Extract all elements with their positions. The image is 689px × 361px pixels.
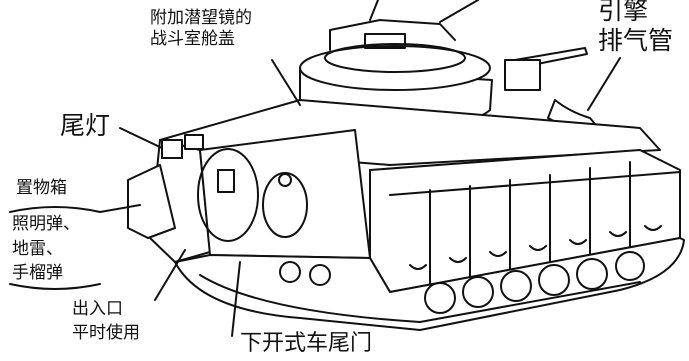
leader-entry [154,249,186,301]
leader-exhaust [587,57,621,111]
label-entry-line-2: 平时使用 [72,322,140,343]
storage-brace [9,206,101,213]
label-exhaust-line-1: 引擎 [598,0,649,25]
label-entry-line-1: 出入口 [72,299,123,319]
label-contents-line-2: 地雷、 [12,238,63,259]
label-periscope-hatch: 附加潜望镜的 战斗室舱盖 [150,8,252,51]
label-engine-exhaust: 引擎 排气管 [598,0,673,56]
label-entry-hatch: 出入口 平时使用 [72,298,140,346]
leader-reardoor [231,261,241,337]
turret-top [299,45,491,91]
leader-periscope [271,59,301,106]
entry-hatch-ring [197,148,259,242]
label-exhaust-line-2: 排气管 [598,26,674,55]
label-contents-line-3: 手榴弹 [12,263,63,284]
label-storage-contents: 照明弹、 地雷、 手榴弹 [12,212,80,286]
label-contents-line-1: 照明弹、 [12,214,80,234]
storage-box-shape [127,164,176,239]
label-storage-box: 置物箱 [16,178,67,198]
label-periscope-line-1: 附加潜望镜的 [150,8,252,28]
tail-light-box [161,139,183,159]
road-wheel [424,282,456,314]
label-tail-light: 尾灯 [60,111,111,140]
label-periscope-line-2: 战斗室舱盖 [150,29,235,50]
label-rear-door: 下开式车尾门 [240,331,373,356]
leader-taillight [119,127,163,149]
track [174,237,685,331]
leader-storage [99,204,141,213]
